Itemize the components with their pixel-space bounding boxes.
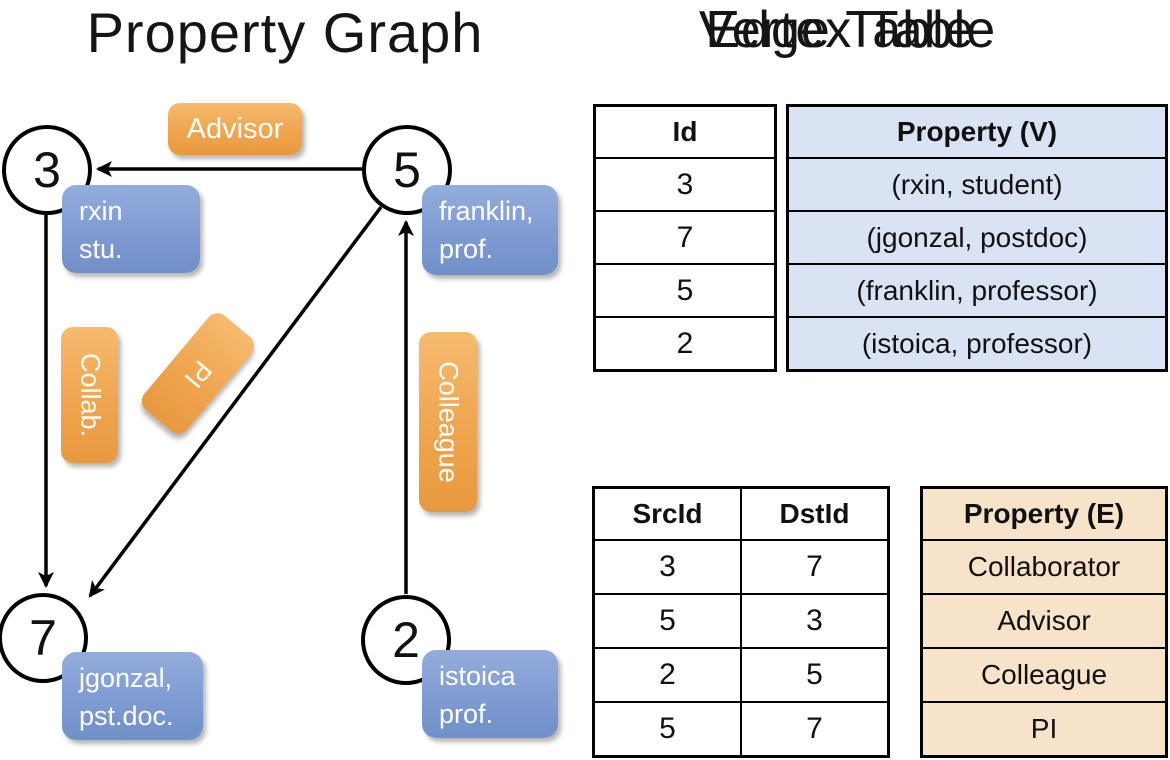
vertex-table-property-cell: (istoica, professor) bbox=[789, 316, 1165, 369]
edge-table-row: 5 3 bbox=[595, 593, 887, 647]
vertex-table-id-cell: 5 bbox=[596, 263, 774, 316]
edge-table-title: Edge Table bbox=[705, 1, 975, 59]
edge-table-dst-cell: 3 bbox=[740, 595, 887, 647]
edge-label-advisor: Advisor bbox=[168, 103, 302, 155]
edge-table-src-cell: 5 bbox=[659, 712, 676, 745]
edge-table-header-row: SrcId DstId bbox=[595, 489, 887, 539]
edge-table-dst-cell: 7 bbox=[740, 703, 887, 755]
vertex-7-prop-line2: pst.doc. bbox=[79, 701, 174, 732]
vertex-table-property-cell: (rxin, student) bbox=[789, 157, 1165, 210]
vertex-property-box-2: istoica prof. bbox=[422, 650, 558, 738]
property-graph-title: Property Graph bbox=[86, 1, 484, 64]
node-2-id: 2 bbox=[392, 612, 420, 668]
node-7-id: 7 bbox=[29, 610, 57, 666]
edge-table-property-cell: Collaborator bbox=[923, 539, 1165, 593]
vertex-table: Id 3 7 5 2 Property (V) (rxin, student) … bbox=[593, 104, 1168, 372]
vertex-table-id-column: Id 3 7 5 2 bbox=[593, 104, 777, 372]
edge-arrow-pi-5to7 bbox=[88, 205, 383, 598]
vertex-5-prop-line2: prof. bbox=[439, 234, 494, 265]
vertex-table-property-cell: (jgonzal, postdoc) bbox=[789, 210, 1165, 263]
edge-table-property-cell: PI bbox=[923, 701, 1165, 755]
edge-label-advisor-text: Advisor bbox=[186, 112, 284, 145]
vertex-property-box-5: franklin, prof. bbox=[422, 185, 558, 275]
graph-node-2: 2 bbox=[361, 595, 451, 685]
edge-table-property-column: Property (E) Collaborator Advisor Collea… bbox=[920, 486, 1168, 758]
edge-label-collab-text: Collab. bbox=[75, 352, 105, 438]
vertex-table-id-cell: 2 bbox=[596, 316, 774, 369]
edge-table-src-cell: 3 bbox=[659, 550, 676, 583]
edge-table-src-cell: 2 bbox=[659, 658, 676, 691]
edge-table-row: 3 7 bbox=[595, 539, 887, 593]
vertex-table-header-id: Id bbox=[672, 116, 698, 147]
vertex-table-id-cell: 7 bbox=[596, 210, 774, 263]
edge-table-property-cell: Colleague bbox=[923, 647, 1165, 701]
vertex-table-id-cell: 3 bbox=[596, 157, 774, 210]
vertex-7-prop-line1: jgonzal, bbox=[79, 663, 173, 693]
vertex-2-prop-line2: prof. bbox=[439, 699, 494, 730]
vertex-3-prop-line1: rxin bbox=[79, 196, 123, 226]
edge-table: SrcId DstId 3 7 5 3 2 5 5 7 Property (E)… bbox=[592, 486, 1168, 758]
edge-table-id-columns: SrcId DstId 3 7 5 3 2 5 5 7 bbox=[592, 486, 890, 758]
node-3-id: 3 bbox=[33, 142, 61, 198]
vertex-property-box-7: jgonzal, pst.doc. bbox=[62, 652, 203, 740]
edge-label-pi-text: PI bbox=[178, 354, 219, 394]
edge-table-dst-cell: 7 bbox=[740, 541, 887, 593]
edge-table-src-cell: 5 bbox=[659, 604, 676, 637]
edge-label-collab: Collab. bbox=[61, 327, 118, 463]
vertex-table-header-property: Property (V) bbox=[896, 116, 1058, 147]
edge-table-header-srcid: SrcId bbox=[632, 498, 703, 529]
edge-table-dst-cell: 5 bbox=[740, 649, 887, 701]
vertex-5-prop-line1: franklin, bbox=[439, 196, 534, 226]
edge-table-header-property: Property (E) bbox=[963, 498, 1125, 529]
vertex-property-box-3: rxin stu. bbox=[62, 185, 200, 273]
edge-table-row: 2 5 bbox=[595, 647, 887, 701]
edge-label-colleague: Colleague bbox=[419, 332, 477, 512]
vertex-table-property-cell: (franklin, professor) bbox=[789, 263, 1165, 316]
edge-table-row: 5 7 bbox=[595, 701, 887, 755]
vertex-2-prop-line1: istoica bbox=[439, 661, 516, 691]
edge-table-property-cell: Advisor bbox=[923, 593, 1165, 647]
vertex-3-prop-line2: stu. bbox=[79, 234, 123, 265]
vertex-table-title: Vertex Table bbox=[698, 1, 997, 59]
edge-label-colleague-text: Colleague bbox=[433, 361, 464, 483]
vertex-table-property-column: Property (V) (rxin, student) (jgonzal, p… bbox=[786, 104, 1168, 372]
graph-node-5: 5 bbox=[362, 125, 452, 215]
edge-table-header-dstid: DstId bbox=[740, 489, 887, 539]
node-5-id: 5 bbox=[393, 142, 421, 198]
